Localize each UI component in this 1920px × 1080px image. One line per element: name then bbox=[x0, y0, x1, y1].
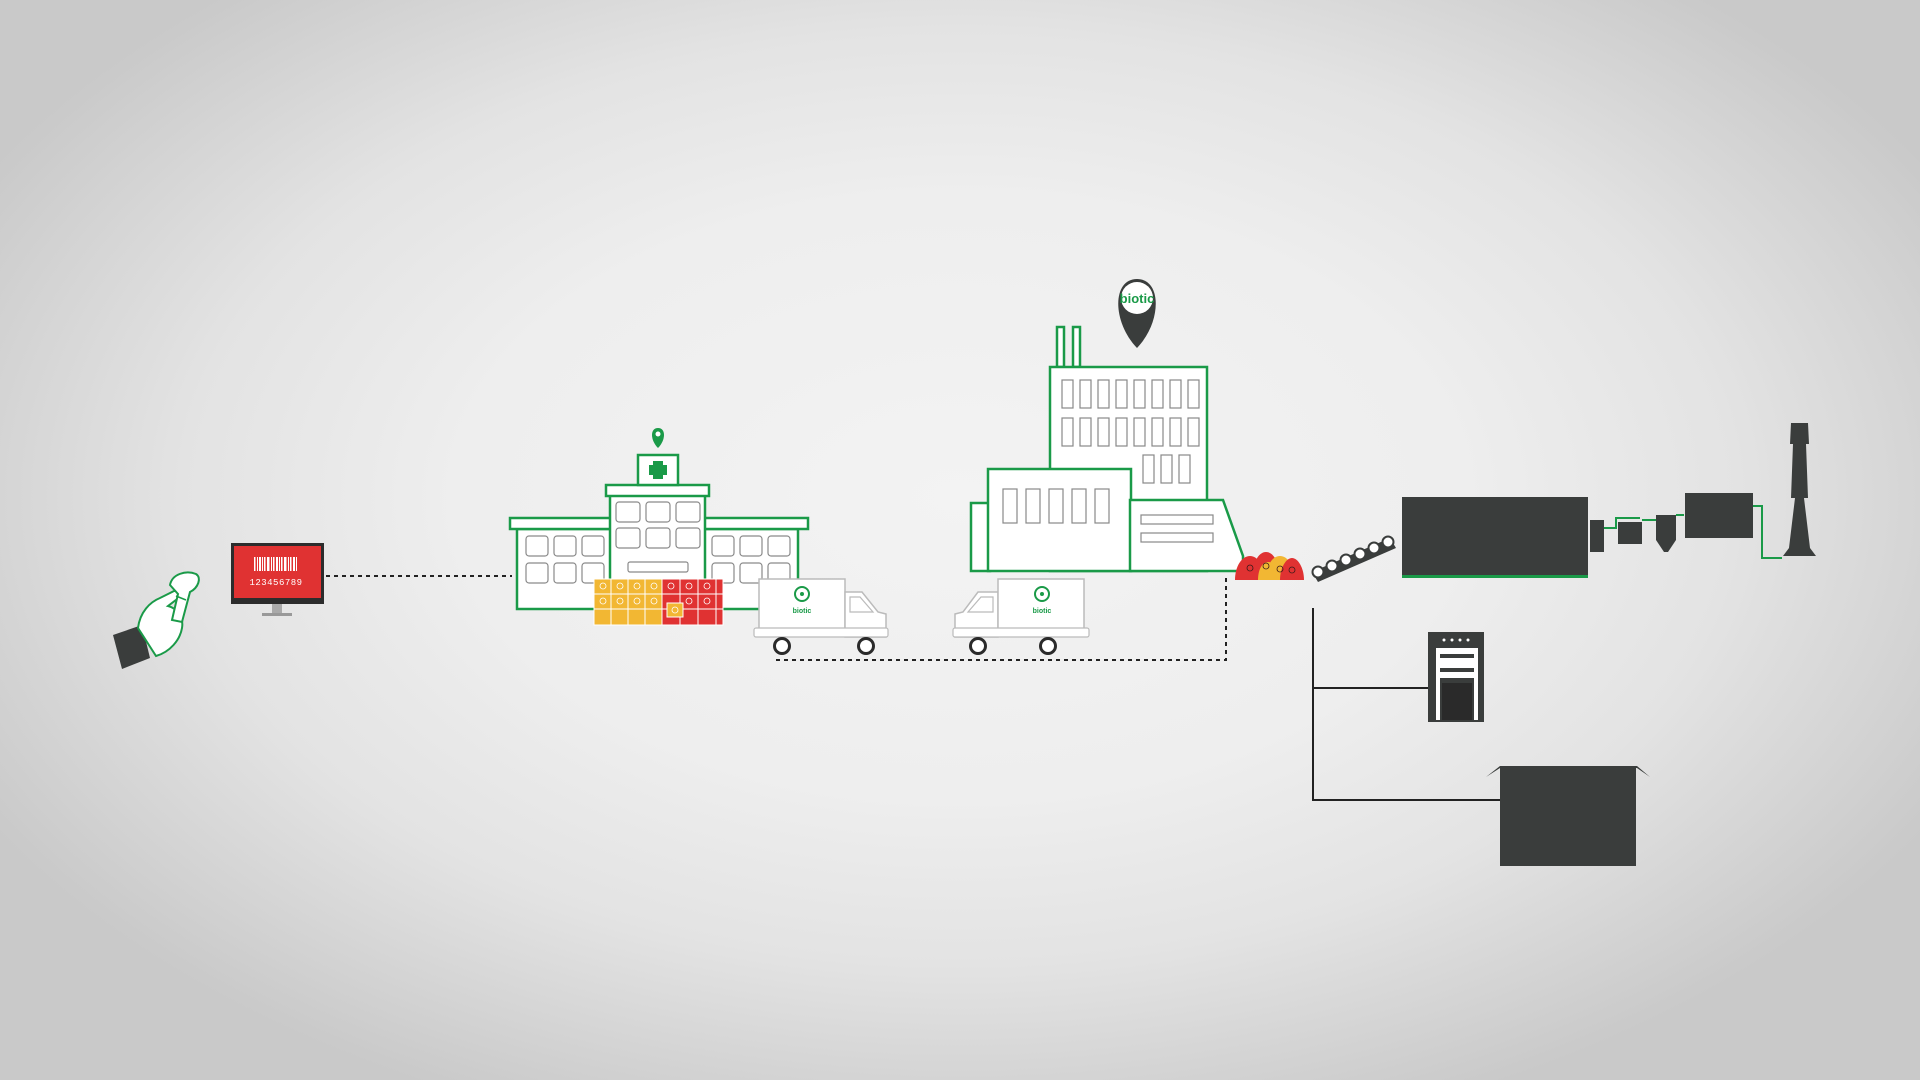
hospital-right-roof bbox=[701, 516, 810, 531]
waste-bags bbox=[1235, 552, 1304, 580]
hospital-left-roof bbox=[508, 516, 614, 531]
factory-windows bbox=[1002, 379, 1214, 543]
truck-1-chassis bbox=[753, 627, 889, 638]
hospital-sign bbox=[636, 453, 680, 487]
outlet-block bbox=[1590, 520, 1604, 552]
conveyor bbox=[1311, 535, 1396, 582]
green-pipe-1 bbox=[1604, 517, 1640, 529]
conveyor-rollers bbox=[1311, 535, 1395, 579]
sleeve bbox=[113, 625, 150, 669]
hospital-pin-icon bbox=[652, 428, 664, 448]
truck-1-window bbox=[849, 596, 875, 613]
truck-1-logo: biotic bbox=[793, 608, 812, 615]
pin-logo: biotic bbox=[1120, 291, 1155, 306]
truck-1-wheels bbox=[773, 637, 875, 655]
connector-trucks-factory bbox=[776, 575, 1227, 661]
connector-branch bbox=[1312, 608, 1500, 801]
barcode-scanner-hand bbox=[113, 571, 200, 669]
truck-2-biohazard-icon bbox=[1034, 586, 1050, 602]
factory-chimney-right bbox=[1071, 325, 1082, 369]
truck-1-cargo bbox=[758, 578, 846, 636]
monitor-stand bbox=[272, 604, 282, 613]
barcode-icon bbox=[254, 557, 297, 571]
glove bbox=[136, 590, 184, 658]
waste-container bbox=[1486, 766, 1650, 866]
pin-badge bbox=[1121, 282, 1153, 314]
filter-unit bbox=[1618, 522, 1642, 544]
truck-2-logo: biotic bbox=[1033, 608, 1052, 615]
yellow-box-front bbox=[666, 602, 684, 618]
yellow-boxes bbox=[593, 578, 663, 626]
cyclone-unit bbox=[1656, 515, 1676, 552]
truck-2-cargo bbox=[997, 578, 1085, 636]
incinerator-base bbox=[1402, 575, 1588, 578]
factory-annex bbox=[1128, 498, 1245, 573]
red-boxes bbox=[661, 578, 724, 626]
truck-2-wheels bbox=[969, 637, 1057, 655]
compactor-lights bbox=[1442, 638, 1470, 642]
scanner-trigger bbox=[175, 595, 187, 601]
scrubber-unit bbox=[1685, 493, 1753, 538]
compactor-machine bbox=[1428, 632, 1484, 722]
treatment-factory bbox=[969, 325, 1245, 573]
smokestack bbox=[1783, 423, 1816, 556]
truck-2-chassis bbox=[952, 627, 1090, 638]
monitor: 123456789 bbox=[231, 543, 324, 616]
barcode-number: 123456789 bbox=[249, 578, 302, 588]
truck-1: biotic bbox=[753, 578, 889, 655]
monitor-base bbox=[262, 613, 292, 616]
green-pipe-2 bbox=[1642, 514, 1684, 521]
scanner bbox=[168, 571, 200, 624]
biohazard-marks bbox=[599, 582, 711, 614]
green-pipe-3 bbox=[1753, 505, 1782, 559]
factory-lower-block bbox=[986, 467, 1133, 573]
factory-location-pin: biotic bbox=[1118, 279, 1156, 348]
bag-biohazard-marks bbox=[1246, 562, 1296, 574]
hospital-cross-icon bbox=[649, 461, 667, 479]
factory-chimney-left bbox=[1055, 325, 1066, 369]
truck-2-window bbox=[966, 596, 994, 613]
treatment-plant bbox=[1402, 423, 1816, 578]
monitor-screen bbox=[234, 546, 321, 598]
truck-1-biohazard-icon bbox=[794, 586, 810, 602]
waste-boxes bbox=[593, 578, 724, 626]
hospital-center-roof bbox=[604, 483, 711, 498]
truck-2: biotic bbox=[952, 578, 1090, 655]
incinerator-unit bbox=[1402, 497, 1588, 575]
